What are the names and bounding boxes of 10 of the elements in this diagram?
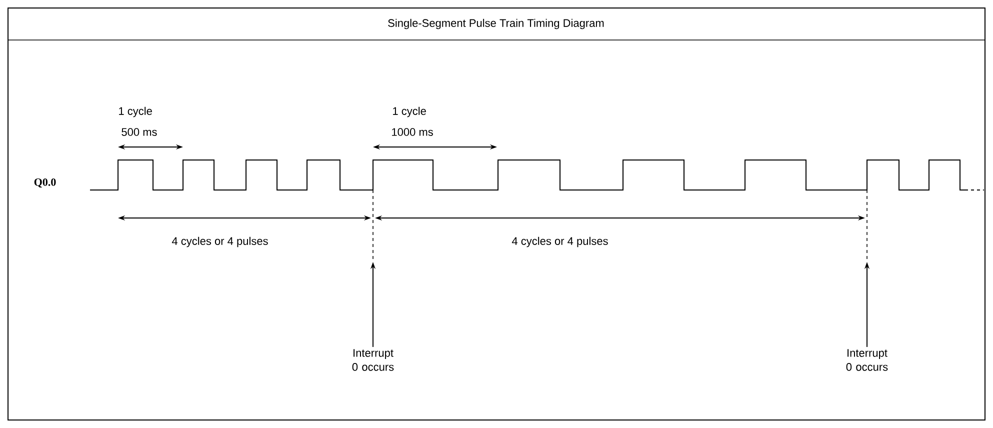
duration-label: 1000 ms [392, 128, 433, 136]
count-label: 4 cycles or 4 pulses [512, 236, 608, 248]
count-label: 4 cycles or 4 pulses [172, 236, 268, 248]
cycle-label: 1 cycle [393, 106, 426, 118]
title: Single-Segment Pulse Train Timing Diagram [388, 18, 604, 30]
signal-name: Q0.0 [34, 178, 56, 188]
cycle-label: 1 cycle [119, 106, 152, 118]
event-label: Interrupt 0 occurs [352, 349, 394, 371]
duration-label: 500 ms [122, 128, 157, 136]
event-label: Interrupt 0 occurs [846, 349, 888, 371]
